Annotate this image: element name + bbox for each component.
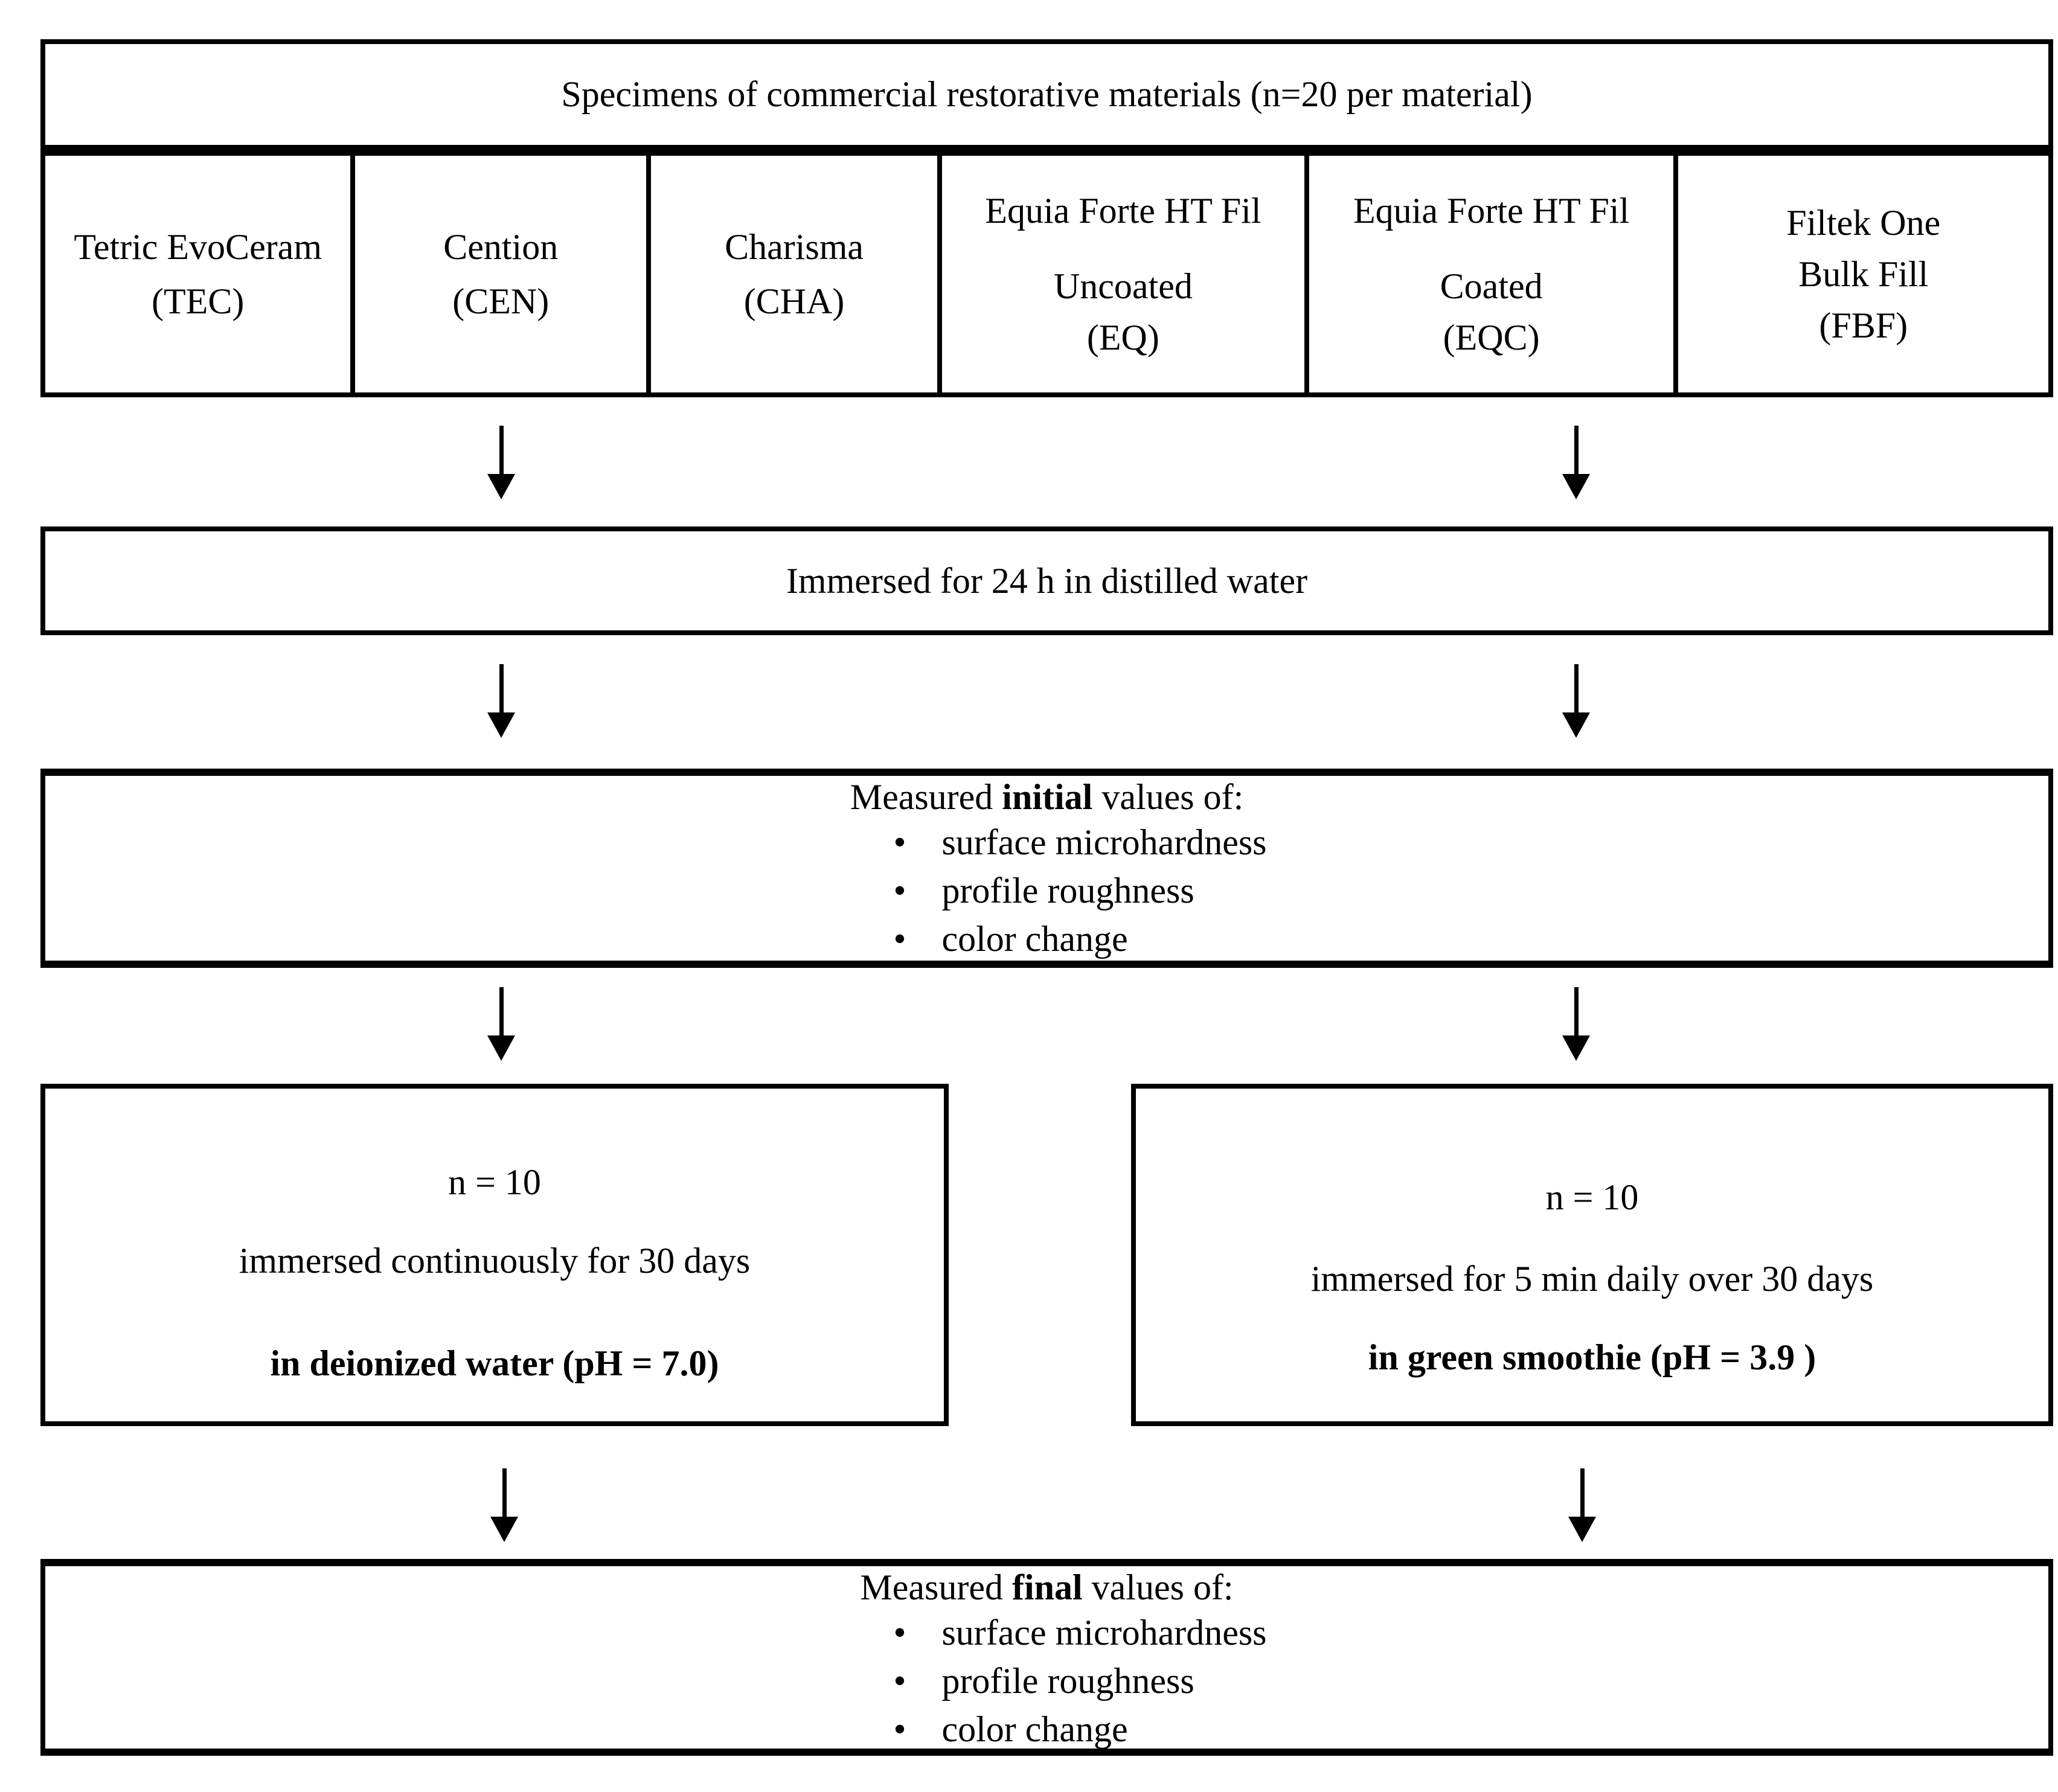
immersion-step-text: Immersed for 24 h in distilled water: [786, 560, 1308, 601]
material-name: Tetric EvoCeram: [74, 227, 322, 267]
arrow-head: [1562, 712, 1590, 738]
arrow-shaft: [502, 1468, 507, 1517]
group-medium: in green smoothie (pH = 3.9 ): [1368, 1337, 1816, 1377]
materials-row: Tetric EvoCeram (TEC) Cention (CEN) Char…: [40, 150, 2053, 397]
arrow-head: [490, 1517, 518, 1542]
arrow-head: [1562, 474, 1590, 499]
down-arrow: [490, 1468, 518, 1542]
material-abbr: (FBF): [1819, 306, 1908, 345]
group-duration: immersed for 5 min daily over 30 days: [1310, 1259, 1874, 1299]
measured-final-box: Measured final values of: • surface micro…: [40, 1559, 2053, 1756]
arrow-shaft: [1574, 426, 1579, 474]
specimens-header-text: Specimens of commercial restorative mate…: [561, 74, 1533, 114]
down-arrow: [487, 426, 515, 499]
material-name: Cention: [443, 227, 559, 267]
bullet-text: surface microhardness: [941, 1613, 1267, 1653]
arrow-head: [1568, 1517, 1596, 1542]
measured-final-bullets: • surface microhardness • profile roughnes…: [893, 1608, 1266, 1753]
green-smoothie-group-box: n = 10 immersed for 5 min daily over 30 …: [1131, 1084, 2053, 1426]
measured-initial-title: Measured initial values of:: [45, 776, 2048, 818]
bullet-dot: •: [893, 1613, 906, 1653]
measured-final-title: Measured final values of:: [45, 1566, 2048, 1608]
material-variant: Uncoated: [1053, 266, 1193, 306]
arrow-shaft: [499, 426, 504, 474]
bullet-item: • surface microhardness: [893, 818, 1266, 866]
down-arrow: [1562, 426, 1590, 499]
material-abbr: (EQ): [1086, 318, 1159, 357]
bullet-item: • color change: [893, 1705, 1266, 1753]
bullet-dot: •: [893, 1661, 906, 1701]
arrow-shaft: [1580, 1468, 1585, 1517]
arrow-head: [1562, 1035, 1590, 1061]
bullet-text: color change: [941, 919, 1128, 959]
title-prefix: Measured: [860, 1567, 1012, 1607]
arrow-head: [487, 1035, 515, 1061]
group-n-label: n = 10: [1545, 1177, 1639, 1217]
arrow-shaft: [1574, 987, 1579, 1035]
material-cell-eqc: Equia Forte HT Fil Coated (EQC): [1309, 156, 1679, 392]
material-name: Equia Forte HT Fil: [985, 191, 1261, 231]
material-name: Filtek One: [1786, 203, 1941, 243]
bullet-item: • surface microhardness: [893, 1608, 1266, 1657]
bullet-text: profile roughness: [941, 1661, 1194, 1701]
bullet-item: • profile roughness: [893, 1657, 1266, 1705]
material-variant: Coated: [1440, 266, 1543, 306]
down-arrow: [487, 664, 515, 738]
group-medium: in deionized water (pH = 7.0): [270, 1343, 719, 1383]
bullet-text: profile roughness: [941, 871, 1194, 910]
material-abbr: (EQC): [1443, 318, 1540, 357]
down-arrow: [1562, 664, 1590, 738]
bullet-dot: •: [893, 871, 906, 910]
bullet-item: • color change: [893, 915, 1266, 963]
group-duration: immersed continuously for 30 days: [239, 1241, 751, 1281]
arrow-head: [487, 474, 515, 499]
material-abbr: (CEN): [452, 281, 550, 321]
arrow-head: [487, 712, 515, 738]
bullet-text: surface microhardness: [941, 822, 1267, 862]
material-cell-cen: Cention (CEN): [355, 156, 652, 392]
material-name: Charisma: [725, 227, 864, 267]
measured-initial-box: Measured initial values of: • surface mic…: [40, 769, 2053, 968]
title-suffix: values of:: [1082, 1567, 1234, 1607]
title-bold-word: final: [1011, 1567, 1083, 1607]
title-bold-word: initial: [1002, 777, 1093, 817]
group-n-label: n = 10: [448, 1162, 541, 1202]
material-cell-fbf: Filtek One Bulk Fill (FBF): [1678, 156, 2048, 392]
bullet-dot: •: [893, 919, 906, 959]
measured-initial-bullets: • surface microhardness • profile roughnes…: [893, 818, 1266, 963]
material-name: Equia Forte HT Fil: [1353, 191, 1630, 231]
material-abbr: (CHA): [743, 281, 845, 321]
arrow-shaft: [1574, 664, 1579, 712]
material-abbr: (TEC): [152, 281, 245, 321]
bullet-item: • profile roughness: [893, 866, 1266, 915]
material-cell-tec: Tetric EvoCeram (TEC): [45, 156, 356, 392]
bullet-text: color change: [941, 1709, 1128, 1749]
arrow-shaft: [499, 664, 504, 712]
bullet-dot: •: [893, 822, 906, 862]
specimens-header-box: Specimens of commercial restorative mate…: [40, 39, 2053, 150]
material-cell-eq: Equia Forte HT Fil Uncoated (EQ): [942, 156, 1309, 392]
material-name-2: Bulk Fill: [1798, 254, 1929, 294]
bullet-dot: •: [893, 1709, 906, 1749]
arrow-shaft: [499, 987, 504, 1035]
title-suffix: values of:: [1092, 777, 1244, 817]
down-arrow: [487, 987, 515, 1061]
down-arrow: [1562, 987, 1590, 1061]
immersion-step-box: Immersed for 24 h in distilled water: [40, 526, 2053, 635]
down-arrow: [1568, 1468, 1596, 1542]
title-prefix: Measured: [850, 777, 1002, 817]
deionized-water-group-box: n = 10 immersed continuously for 30 days…: [40, 1084, 949, 1426]
material-cell-cha: Charisma (CHA): [651, 156, 943, 392]
